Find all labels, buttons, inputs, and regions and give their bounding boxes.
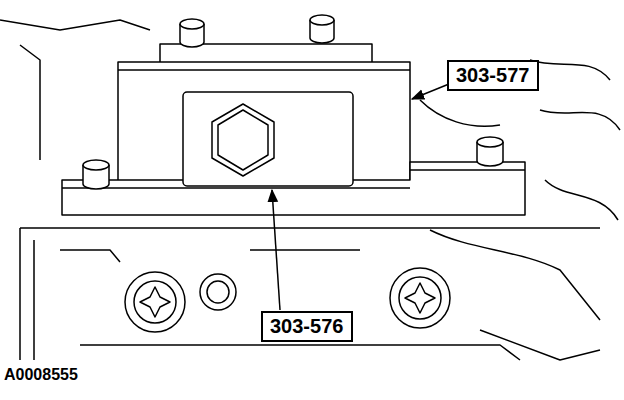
torx-recess [140, 287, 170, 317]
bolt-washer [390, 268, 450, 328]
tool-block [118, 62, 410, 182]
callout-box: 303-577 [447, 60, 539, 91]
tool-bolts [83, 15, 503, 189]
bolt-head [399, 277, 441, 319]
engine-outline [20, 228, 34, 360]
head-surface [20, 227, 600, 229]
torx-recess [405, 283, 435, 313]
leader-arrow [272, 190, 280, 310]
casting-lines [530, 60, 620, 220]
bolt-washer [125, 272, 185, 332]
figure-number: A0008555 [4, 366, 78, 384]
engine-outline [0, 20, 150, 30]
leader-arrow [412, 84, 449, 99]
hex-drive [218, 110, 268, 170]
part-number: 303-576 [270, 315, 344, 338]
tool-insert [183, 92, 353, 186]
plug [207, 281, 229, 303]
casting-lines [420, 100, 600, 360]
plug [200, 274, 236, 310]
hex-drive [212, 104, 274, 176]
engine-outline [60, 250, 520, 360]
engine-outline [20, 45, 40, 160]
part-number: 303-577 [456, 64, 530, 87]
tool-edge [118, 69, 410, 71]
callout-box: 303-576 [261, 311, 353, 342]
bolt-head [134, 281, 176, 323]
